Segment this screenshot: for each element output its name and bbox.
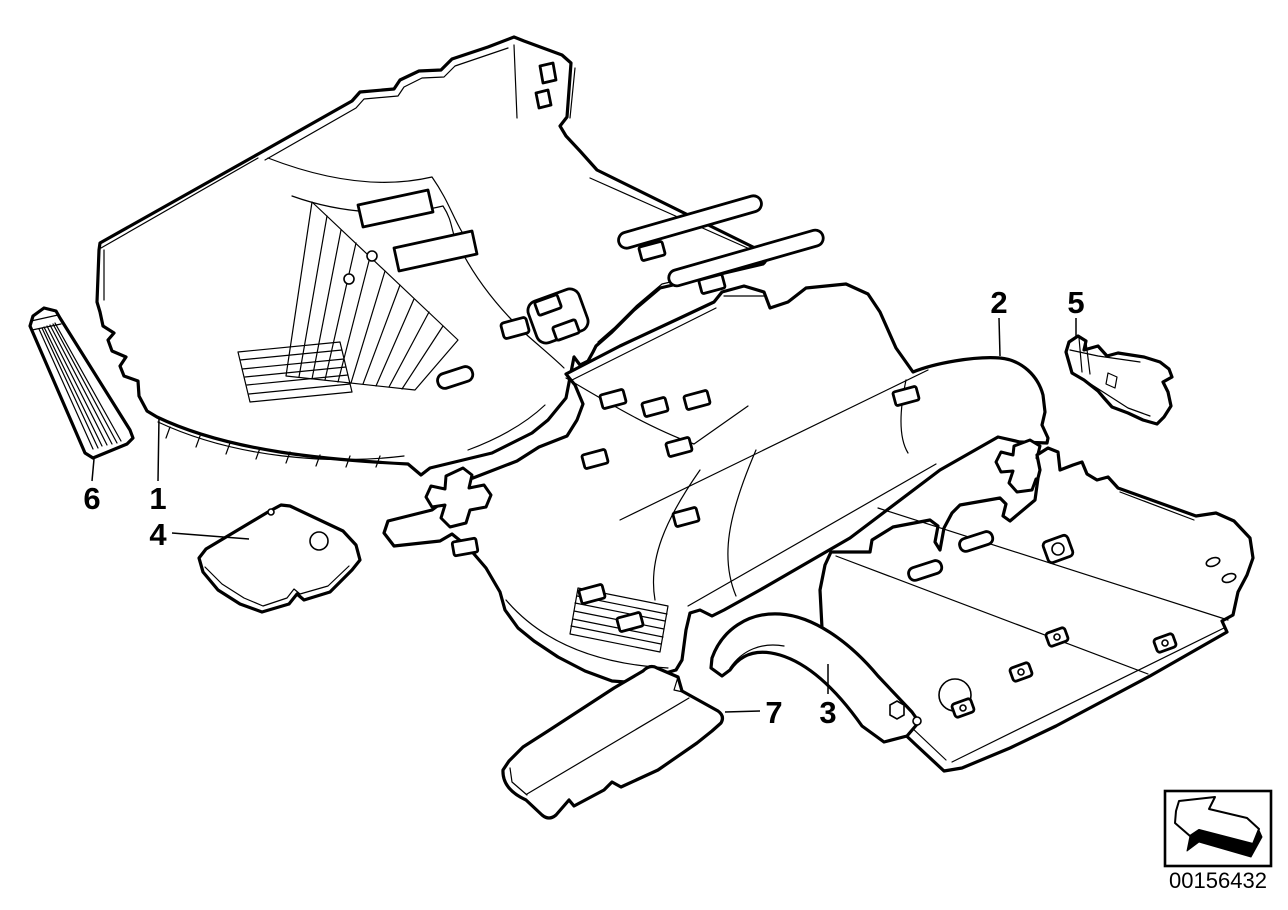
callout-2[interactable]: 2 [990,285,1008,357]
callout-5[interactable]: 5 [1067,285,1085,338]
callout-6[interactable]: 6 [83,458,101,516]
callout-3[interactable]: 3 [819,664,837,730]
callout-6-number[interactable]: 6 [83,481,100,516]
part-6-footrest[interactable] [28,306,135,460]
callout-7[interactable]: 7 [724,695,783,730]
callout-2-number[interactable]: 2 [990,285,1007,320]
part-7-details [509,676,690,796]
callout-1-number[interactable]: 1 [149,481,166,516]
part-3-arch-band [709,612,922,744]
callout-7-number[interactable]: 7 [765,695,782,730]
part-1-details [100,44,825,468]
callout-4-number[interactable]: 4 [149,517,167,552]
part-1-front-floor-carpet[interactable] [95,35,825,477]
part-5-side-trim[interactable] [1064,334,1174,426]
page-link-arrow-icon [1174,796,1263,858]
part-3-trunk-floor-trim[interactable] [709,446,1255,773]
callout-1[interactable]: 1 [149,416,167,516]
part-2-rear-floor-carpet[interactable] [382,282,1060,685]
image-number: 00156432 [1169,868,1267,893]
image-stamp: 00156432 [1163,789,1273,893]
part-4-details [204,508,350,607]
callout-5-number[interactable]: 5 [1067,285,1084,320]
part-4-floor-mat[interactable] [197,503,362,614]
part-6-details [30,314,122,450]
part-3-details [835,491,1237,763]
part-7-lower-trim-panel[interactable] [501,664,725,820]
callout-4[interactable]: 4 [149,517,250,552]
callout-3-number[interactable]: 3 [819,695,836,730]
callouts: 6 1 4 2 5 7 3 [83,285,1084,730]
part-5-details [1069,337,1151,417]
